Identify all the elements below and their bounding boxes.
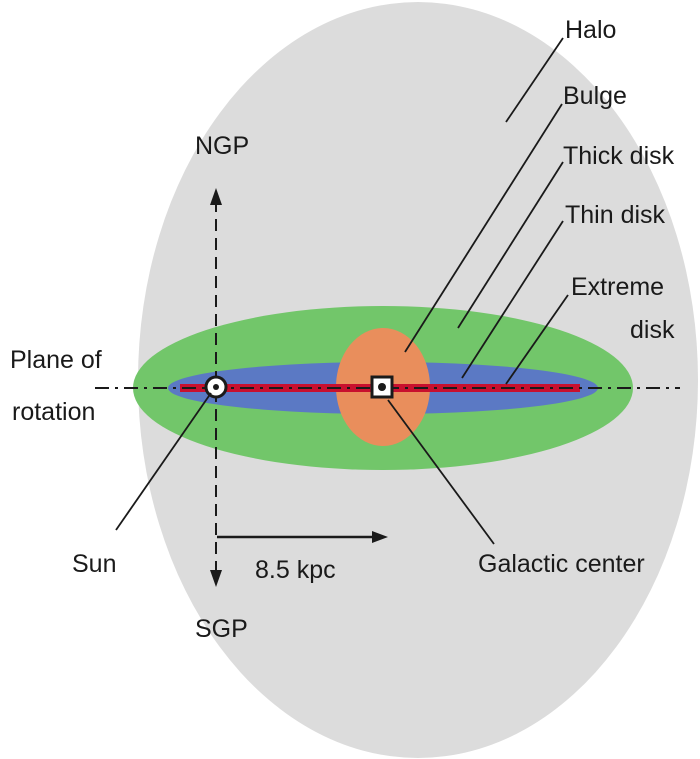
distance-arrowhead xyxy=(372,531,388,543)
plane-of-rotation-label-line2: rotation xyxy=(12,398,95,426)
extreme-disk-label-line2: disk xyxy=(630,316,675,344)
thick-disk-label: Thick disk xyxy=(563,142,675,170)
sun-marker-dot xyxy=(213,384,219,390)
galactic-center-leader-line xyxy=(387,399,495,545)
sgp-arrowhead xyxy=(210,570,222,587)
thick-disk-leader-line xyxy=(457,161,564,329)
sun-label: Sun xyxy=(72,550,116,578)
galactic-center-label: Galactic center xyxy=(478,550,645,578)
halo-leader-line xyxy=(505,37,564,123)
plane-of-rotation-label-line1: Plane of xyxy=(10,346,102,374)
ngp-arrowhead xyxy=(210,188,222,205)
ngp-label: NGP xyxy=(195,132,249,160)
extreme-disk-leader-line xyxy=(505,294,569,385)
thin-disk-leader-line xyxy=(461,220,564,379)
sun-leader-line xyxy=(115,392,212,531)
thin-disk-label: Thin disk xyxy=(565,201,666,229)
bulge-leader-line xyxy=(404,103,563,353)
halo-label: Halo xyxy=(565,16,616,44)
galactic-center-dot xyxy=(378,383,386,391)
distance-label: 8.5 kpc xyxy=(255,556,336,584)
bulge-label: Bulge xyxy=(563,82,627,110)
sgp-label: SGP xyxy=(195,615,248,643)
extreme-disk-label-line1: Extreme xyxy=(571,273,664,301)
